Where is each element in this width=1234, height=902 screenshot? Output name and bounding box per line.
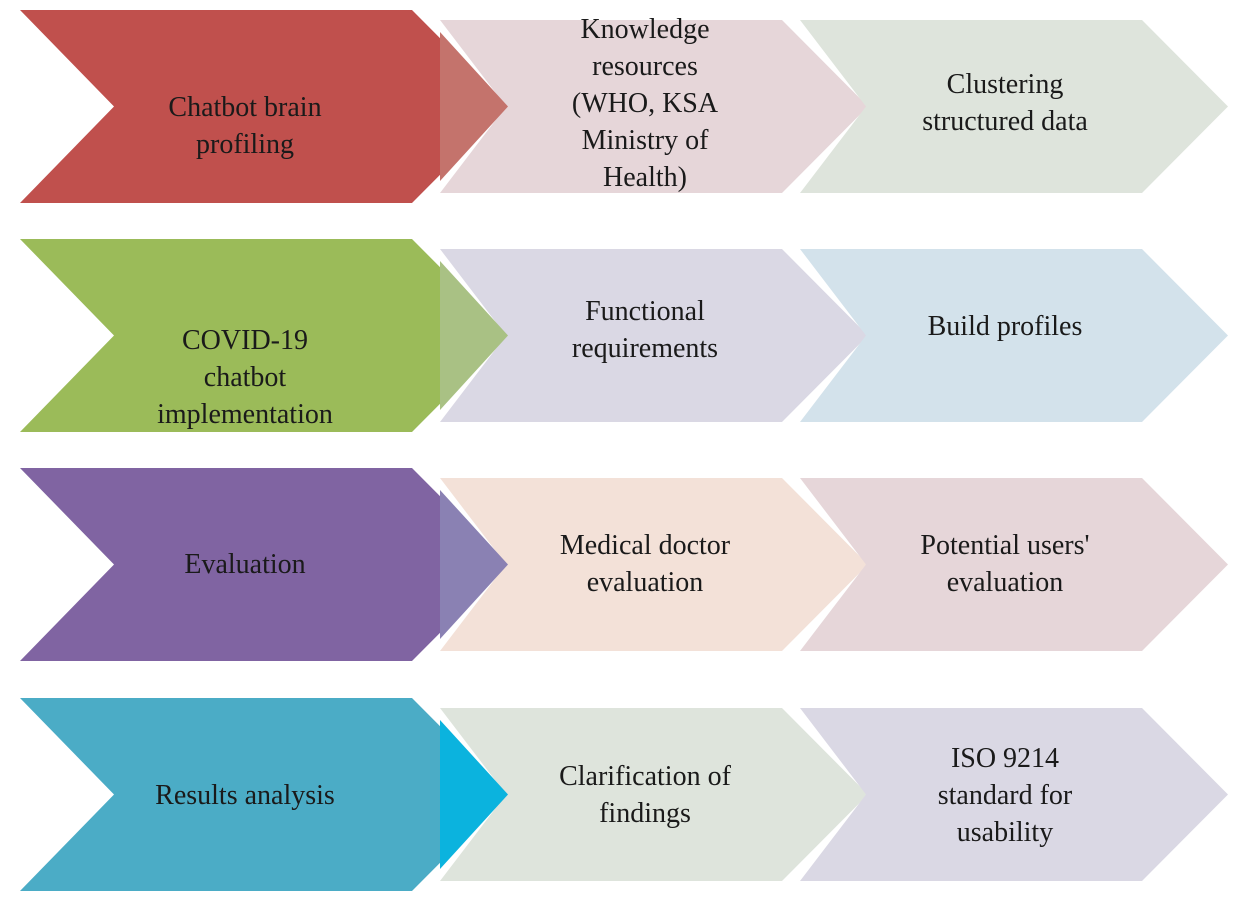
- main-label-line: profiling: [196, 129, 294, 160]
- main-chevron: [20, 10, 508, 203]
- step-label-2-line: ISO 9214: [950, 743, 1060, 774]
- step-label-2-line: Potential users': [920, 530, 1090, 561]
- step-label-2-line: evaluation: [946, 567, 1064, 598]
- step-label-1: Clarification of findings: [495, 758, 795, 832]
- step-chevron-2: [800, 20, 1228, 193]
- step-label-2: Potential users' evaluation: [860, 527, 1150, 601]
- step-chevron-1: [440, 249, 868, 422]
- main-label-line: Evaluation: [184, 549, 306, 580]
- step-label-2-line: standard for: [937, 780, 1073, 811]
- step-label-1-line: findings: [599, 798, 691, 829]
- main-label-line: Results analysis: [155, 780, 335, 811]
- main-label-line: Chatbot brain: [168, 92, 322, 123]
- main-label: Results analysis: [60, 777, 430, 814]
- step-label-1: Functional requirements: [495, 293, 795, 367]
- step-label-2: Build profiles: [860, 308, 1150, 345]
- step-chevron-2: [800, 478, 1228, 651]
- step-chevron-1: [440, 478, 868, 651]
- step-label-1-line: resources: [592, 51, 698, 82]
- step-label-2-line: Clustering: [946, 69, 1064, 100]
- main-label: COVID-19 chatbot implementation: [60, 322, 430, 433]
- step-label-1-line: evaluation: [586, 567, 704, 598]
- main-chevron: [20, 698, 508, 891]
- step-label-1: Knowledge resources (WHO, KSA Ministry of He…: [495, 11, 795, 196]
- main-label-line: implementation: [157, 399, 333, 430]
- arrow-tip-overlap: [440, 720, 508, 869]
- step-chevron-2: [800, 249, 1228, 422]
- main-label-line: chatbot: [203, 362, 287, 393]
- step-label-1-line: (WHO, KSA: [571, 88, 719, 119]
- step-label-2: Clustering structured data: [860, 66, 1150, 140]
- step-label-1-line: Medical doctor: [559, 530, 731, 561]
- step-label-1-line: requirements: [571, 333, 719, 364]
- main-chevron: [20, 468, 508, 661]
- step-label-1-line: Knowledge: [580, 14, 710, 45]
- step-chevron-1: [440, 20, 868, 193]
- step-label-2-line: usability: [956, 817, 1054, 848]
- step-label-2-line: Build profiles: [927, 311, 1083, 342]
- step-chevron-1: [440, 708, 868, 881]
- main-label: Evaluation: [60, 546, 430, 583]
- step-label-2: ISO 9214 standard for usability: [860, 740, 1150, 851]
- step-label-2-line: structured data: [922, 106, 1088, 137]
- main-label-line: COVID-19: [182, 325, 308, 356]
- arrow-tip-overlap: [440, 32, 508, 181]
- main-chevron: [20, 239, 508, 432]
- arrow-tip-overlap: [440, 261, 508, 410]
- step-label-1-line: Functional: [585, 296, 705, 327]
- arrow-tip-overlap: [440, 490, 508, 639]
- step-label-1: Medical doctor evaluation: [495, 527, 795, 601]
- main-label: Chatbot brain profiling: [60, 89, 430, 163]
- step-label-1-line: Ministry of: [581, 125, 709, 156]
- step-label-1-line: Clarification of: [559, 761, 731, 792]
- step-label-1-line: Health): [603, 162, 687, 193]
- step-chevron-2: [800, 708, 1228, 881]
